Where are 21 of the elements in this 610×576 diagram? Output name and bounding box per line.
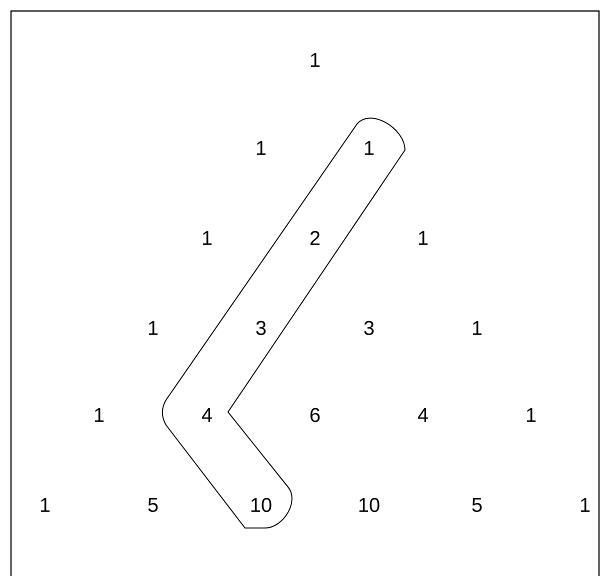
number: 5: [148, 498, 158, 512]
number: 4: [418, 408, 428, 422]
number: 4: [202, 408, 212, 422]
number: 1: [364, 141, 374, 155]
number: 5: [472, 498, 482, 512]
number: 1: [418, 231, 428, 245]
number: 1: [94, 408, 104, 422]
number: 2: [310, 231, 320, 245]
number: 1: [580, 498, 590, 512]
number: 1: [472, 321, 482, 335]
number: 1: [40, 498, 50, 512]
number: 1: [202, 231, 212, 245]
number: 1: [526, 408, 536, 422]
number: 1: [256, 141, 266, 155]
number: 1: [148, 321, 158, 335]
number: 10: [251, 498, 272, 512]
number: 1: [310, 53, 320, 67]
number: 10: [359, 498, 380, 512]
number: 3: [256, 320, 266, 336]
number: 6: [310, 408, 320, 422]
number: 3: [364, 320, 374, 336]
